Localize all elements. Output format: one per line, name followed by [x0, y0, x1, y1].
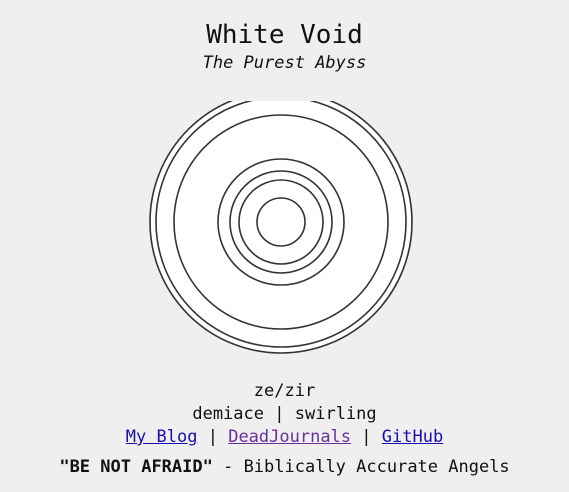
pronouns: ze/zir [253, 381, 316, 401]
tag-swirling: swirling [294, 404, 377, 424]
page-title: White Void [206, 20, 363, 50]
identity-tags: demiace | swirling [0, 403, 569, 425]
my-blog-link[interactable]: My Blog [125, 427, 198, 447]
concentric-circles-icon [149, 101, 413, 354]
github-link[interactable]: GitHub [381, 427, 444, 447]
quote-attribution: - Biblically Accurate Angels [212, 457, 510, 477]
page-subtitle: The Purest Abyss [202, 53, 367, 73]
tag-demiace: demiace [192, 404, 264, 424]
quote: "BE NOT AFRAID" - Biblically Accurate An… [0, 456, 569, 478]
link-row: My Blog | DeadJournals | GitHub [0, 426, 569, 448]
emblem-ring-inner [256, 197, 306, 247]
deadjournals-link[interactable]: DeadJournals [228, 427, 352, 447]
link-separator: | [361, 427, 372, 447]
tag-separator: | [274, 404, 285, 424]
quote-text: "BE NOT AFRAID" [59, 457, 213, 477]
link-separator: | [207, 427, 218, 447]
